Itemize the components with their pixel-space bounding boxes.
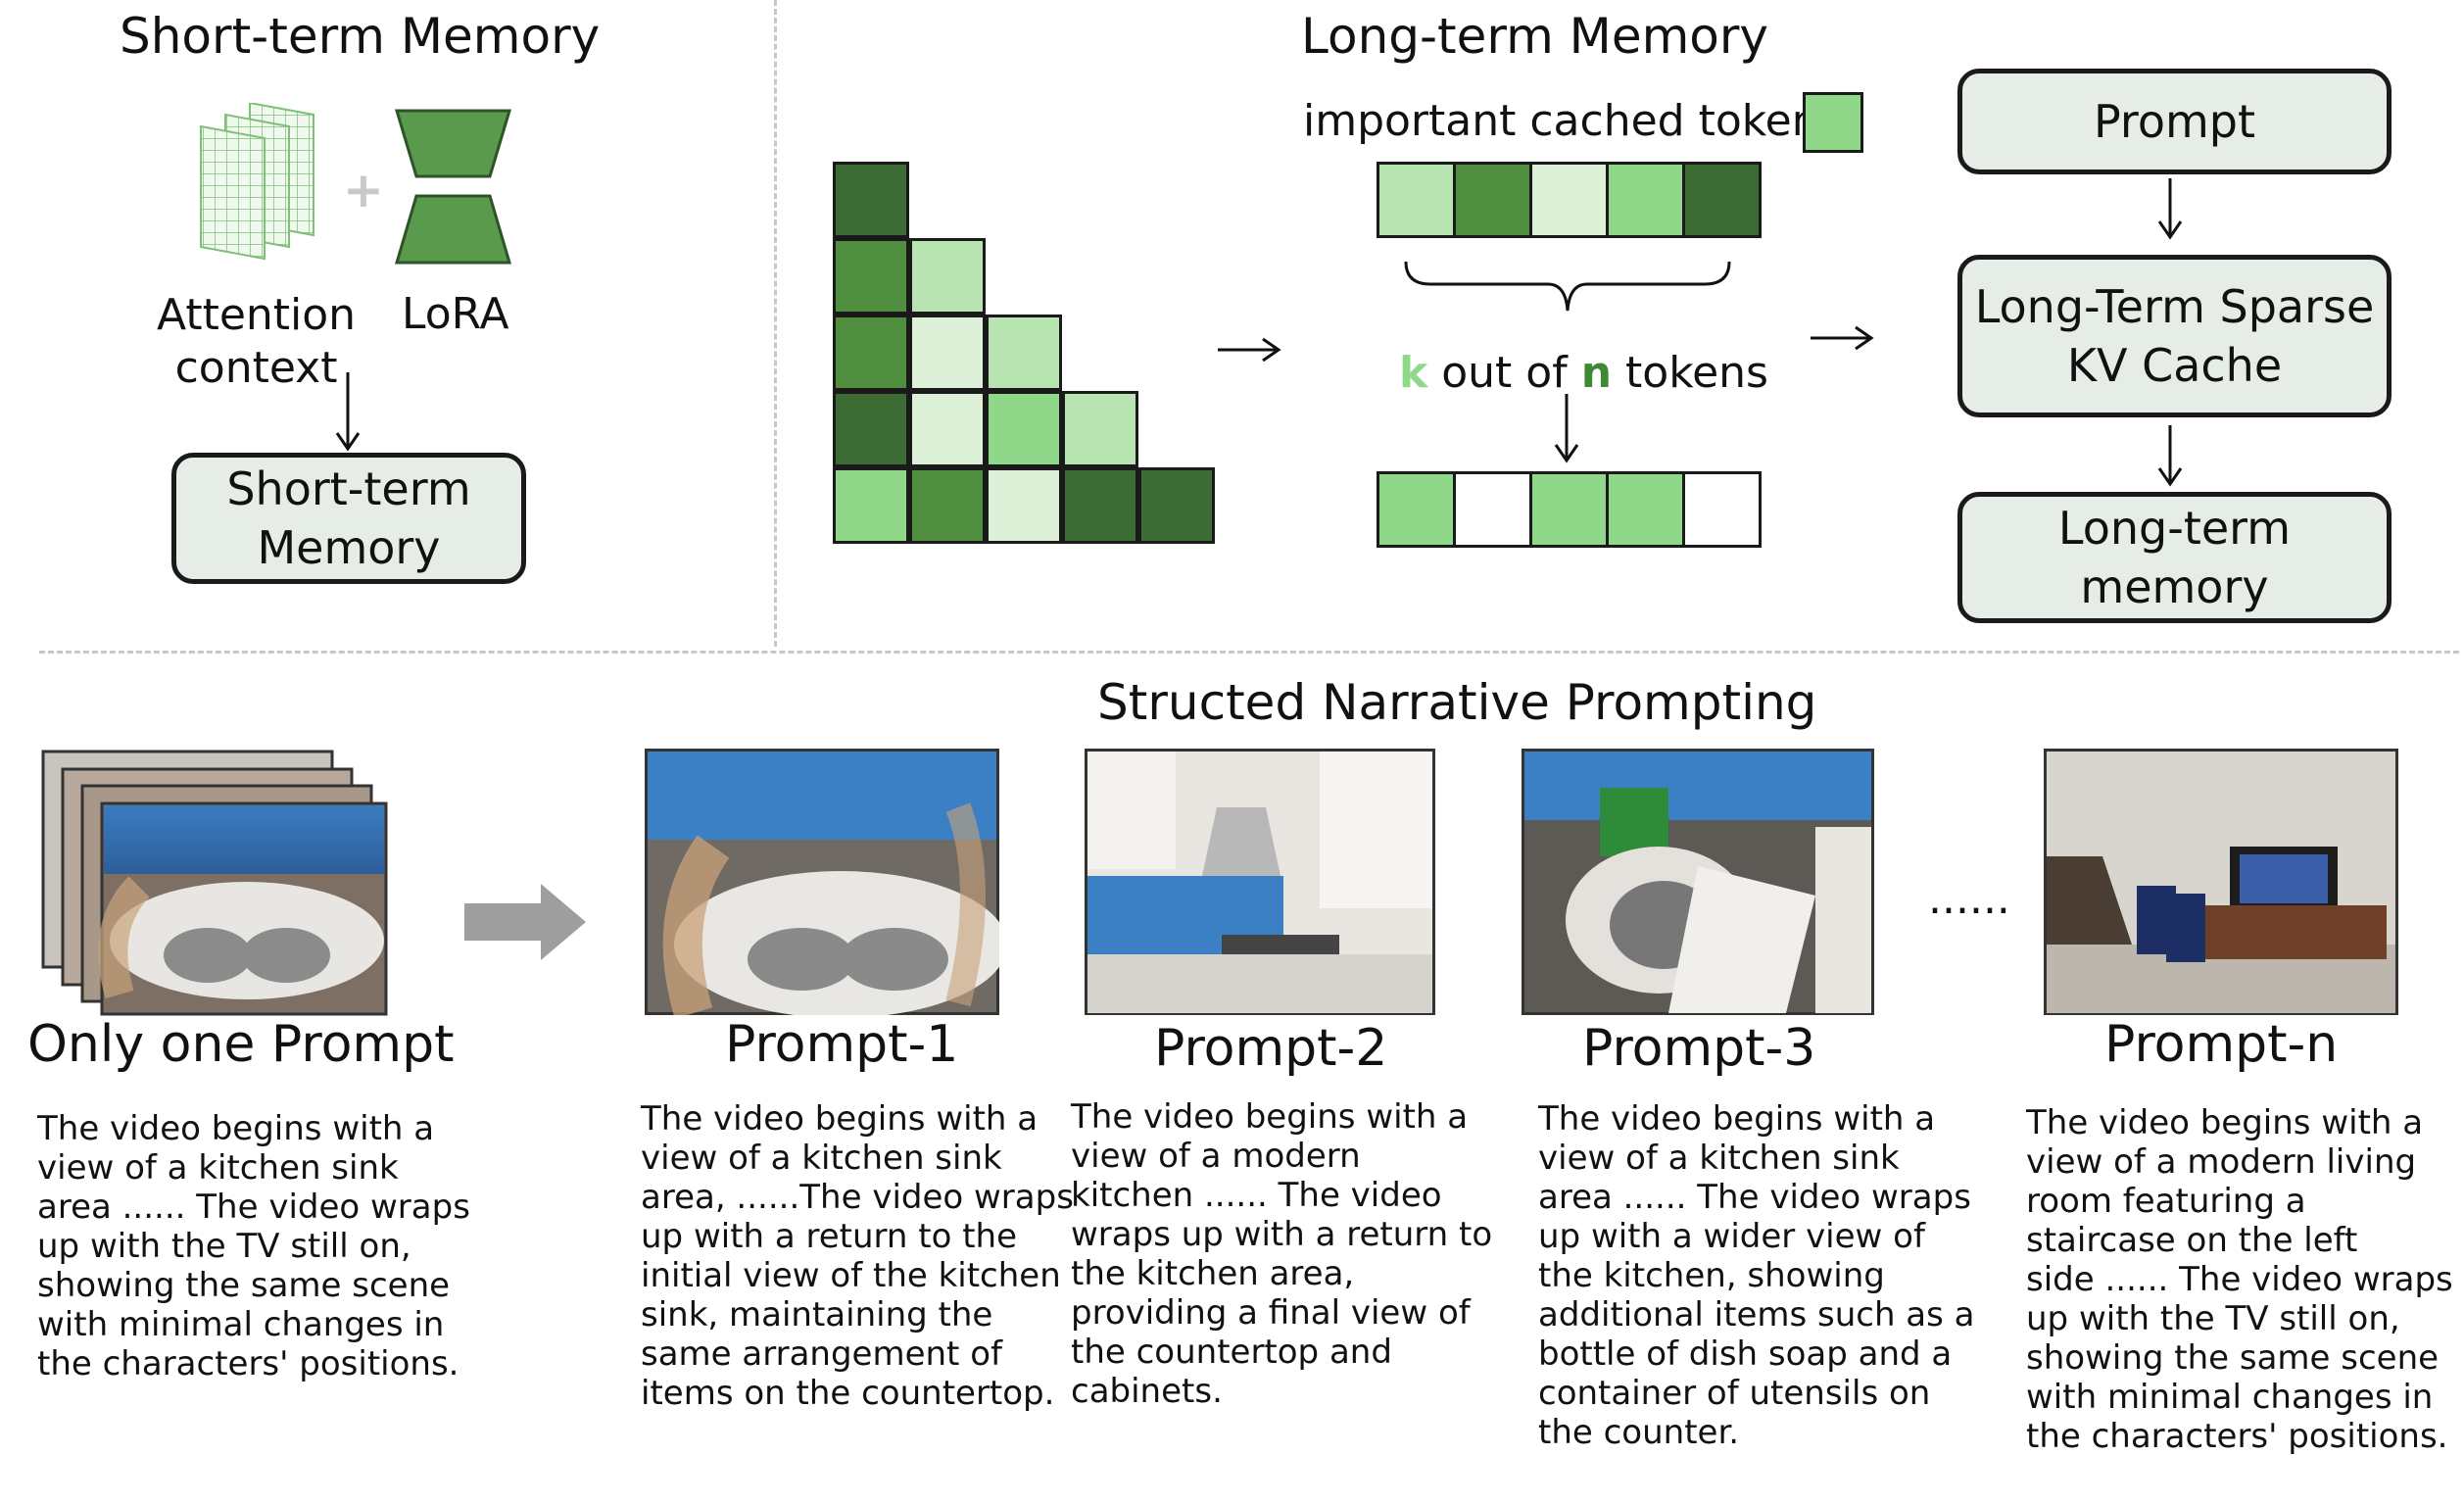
matrix-cell — [833, 315, 909, 391]
matrix-cell — [909, 467, 986, 544]
short-term-memory-label: Short-term Memory — [226, 462, 471, 574]
selection-suffix: tokens — [1612, 348, 1768, 398]
video-frame-1 — [645, 749, 999, 1015]
legend-swatch — [1803, 92, 1863, 153]
selected-token — [1377, 471, 1456, 548]
sparse-kv-cache-label: Long-Term Sparse KV Cache — [1974, 280, 2375, 392]
long-term-memory-label: Long-term memory — [2057, 502, 2292, 613]
selected-token — [1453, 471, 1532, 548]
stacked-video-frames — [41, 750, 388, 1016]
matrix-cell — [909, 315, 986, 391]
prompt-3-text: The video begins with a view of a kitche… — [1538, 1099, 1975, 1452]
selection-label: k out of n tokens — [1399, 348, 1768, 398]
matrix-cell — [986, 467, 1062, 544]
video-frame-n — [2044, 749, 2398, 1015]
cached-token — [1606, 162, 1685, 238]
down-arrow-icon — [1554, 394, 1579, 463]
prompt-label: Prompt — [2093, 95, 2256, 148]
sparse-kv-cache-box: Long-Term Sparse KV Cache — [1957, 255, 2392, 417]
prompt-1-caption: Prompt-1 — [725, 1015, 959, 1074]
attention-context-label: Attention context — [157, 290, 357, 393]
matrix-cell — [1062, 467, 1138, 544]
selected-token — [1529, 471, 1609, 548]
matrix-cell — [1062, 391, 1138, 467]
lora-icon — [394, 109, 512, 265]
matrix-cell — [909, 391, 986, 467]
short-term-title: Short-term Memory — [120, 8, 601, 65]
video-frame-2 — [1085, 749, 1435, 1015]
matrix-cell — [833, 162, 909, 238]
matrix-cell — [833, 238, 909, 315]
down-arrow-icon — [2157, 425, 2183, 487]
legend-label: important cached token: — [1303, 96, 1834, 146]
big-right-arrow-icon — [464, 884, 586, 960]
matrix-cell — [833, 391, 909, 467]
vertical-divider — [774, 0, 777, 647]
matrix-cell — [986, 391, 1062, 467]
long-term-title: Long-term Memory — [1301, 8, 1769, 65]
prompt-n-caption: Prompt-n — [2104, 1015, 2339, 1074]
prompt-1-text: The video begins with a view of a kitche… — [641, 1099, 1074, 1413]
long-term-memory-box: Long-term memory — [1957, 492, 2392, 623]
matrix-cell — [1138, 467, 1215, 544]
plus-icon: + — [343, 162, 384, 218]
ellipsis: ...... — [1928, 874, 2010, 924]
selection-mid: out of — [1427, 348, 1581, 398]
n-letter: n — [1580, 348, 1613, 398]
prompt-2-text: The video begins with a view of a modern… — [1071, 1097, 1493, 1411]
matrix-cell — [909, 238, 986, 315]
only-one-prompt-caption: Only one Prompt — [27, 1015, 455, 1074]
selected-token — [1682, 471, 1762, 548]
cached-token — [1529, 162, 1609, 238]
matrix-cell — [833, 467, 909, 544]
right-arrow-icon — [1811, 325, 1874, 351]
prompt-n-text: The video begins with a view of a modern… — [2026, 1103, 2453, 1456]
brace-icon — [1404, 261, 1731, 312]
down-arrow-icon — [2157, 178, 2183, 240]
cached-token — [1682, 162, 1762, 238]
right-arrow-icon — [1218, 337, 1281, 363]
attention-grid-icon — [200, 103, 314, 261]
matrix-cell — [986, 315, 1062, 391]
lora-label: LoRA — [402, 289, 509, 339]
prompt-box: Prompt — [1957, 69, 2392, 174]
prompt-3-caption: Prompt-3 — [1582, 1019, 1816, 1078]
selected-token — [1606, 471, 1685, 548]
short-term-memory-box: Short-term Memory — [171, 453, 526, 584]
prompt-2-caption: Prompt-2 — [1154, 1019, 1388, 1078]
cached-token — [1453, 162, 1532, 238]
cached-token — [1377, 162, 1456, 238]
k-letter: k — [1399, 348, 1428, 398]
narrative-title: Structed Narrative Prompting — [1097, 674, 1817, 731]
video-frame-3 — [1522, 749, 1874, 1015]
horizontal-divider — [39, 651, 2459, 654]
down-arrow-icon — [335, 372, 361, 452]
only-one-prompt-text: The video begins with a view of a kitche… — [37, 1109, 470, 1383]
